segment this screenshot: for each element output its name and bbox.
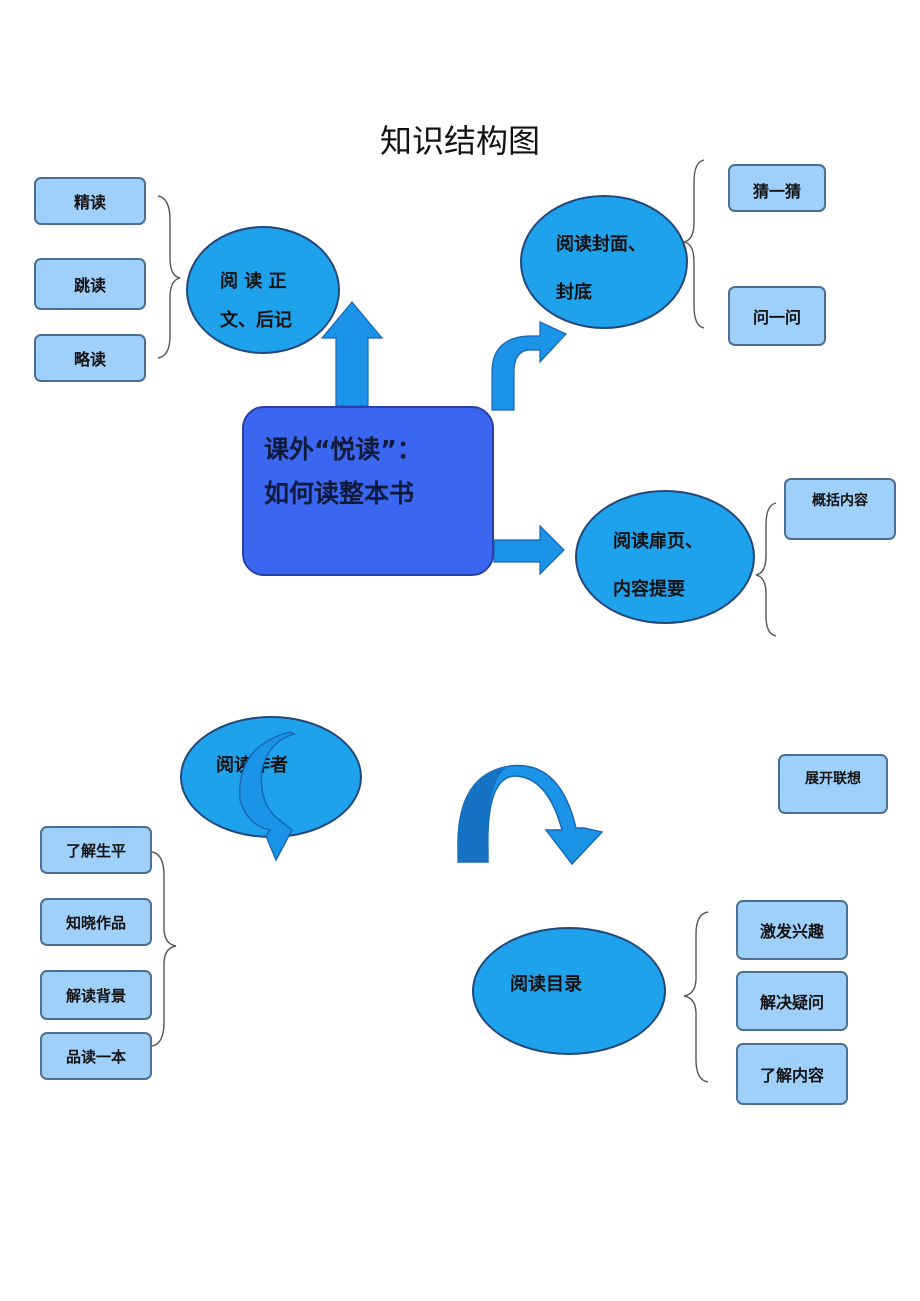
node-feiye: 阅读扉页、 内容提要 [575, 490, 755, 624]
bracket-mulu [683, 911, 709, 1083]
node-fengmian-line2: 封底 [556, 282, 592, 303]
item-wen: 问一问 [728, 286, 826, 346]
node-zhengwen-line2: 文、后记 [220, 310, 292, 331]
node-mulu: 阅读目录 [472, 927, 666, 1055]
item-neirong: 了解内容 [736, 1043, 848, 1105]
arrow-curve-right [491, 321, 568, 411]
bracket-zhengwen [157, 195, 181, 359]
item-pindu: 品读一本 [40, 1032, 152, 1080]
page-title: 知识结构图 [379, 122, 540, 160]
item-yiwen: 解决疑问 [736, 971, 848, 1031]
node-feiye-line1: 阅读扉页、 [613, 531, 703, 552]
center-topic-line1: 课外“悦读”： [264, 435, 422, 464]
item-xingqu: 激发兴趣 [736, 900, 848, 960]
item-tiaodu: 跳读 [34, 258, 146, 310]
node-fengmian-line1: 阅读封面、 [556, 234, 646, 255]
arrow-right [493, 524, 565, 576]
item-shengping: 了解生平 [40, 826, 152, 874]
node-mulu-label: 阅读目录 [510, 974, 582, 995]
item-luedu: 略读 [34, 334, 146, 382]
item-beijing: 解读背景 [40, 970, 152, 1020]
node-feiye-line2: 内容提要 [613, 579, 685, 600]
node-zhengwen-line1: 阅 读 正 [220, 271, 287, 292]
item-zuopin: 知晓作品 [40, 898, 152, 946]
center-topic-line2: 如何读整本书 [264, 479, 415, 508]
item-zhankai: 展开联想 [778, 754, 888, 814]
node-zhengwen: 阅 读 正 文、后记 [186, 226, 340, 354]
item-cai: 猜一猜 [728, 164, 826, 212]
bracket-feiye [755, 502, 777, 637]
item-jingdu: 精读 [34, 177, 146, 225]
arrow-up [320, 301, 384, 407]
center-topic: 课外“悦读”： 如何读整本书 [242, 406, 494, 576]
node-fengmian: 阅读封面、 封底 [520, 195, 688, 329]
item-gaikuo: 概括内容 [784, 478, 896, 540]
bracket-zuozhe [151, 851, 177, 1047]
